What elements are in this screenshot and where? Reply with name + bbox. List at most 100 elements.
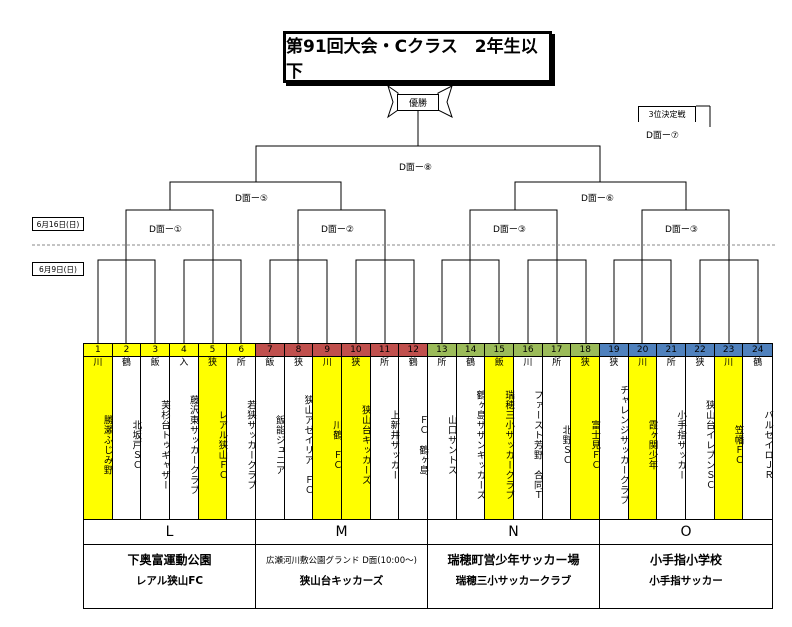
team-name: 小手指サッカー <box>675 410 687 480</box>
team-number: 9 <box>313 344 342 357</box>
team-number: 15 <box>485 344 514 357</box>
group-letter: M <box>256 520 427 545</box>
team-name: 瑞穂三小サッカークラブ <box>485 369 514 519</box>
team-city: 飯 <box>150 358 160 368</box>
team-city: 飯 <box>265 358 275 368</box>
team-city: 鶴 <box>122 358 132 368</box>
team-number: 11 <box>370 344 399 357</box>
team-name: 笠幡ＦＣ <box>714 369 743 519</box>
group-venue: 小手指小学校 <box>649 553 722 567</box>
group-venue: 下奥富運動公園 <box>127 553 212 567</box>
group-o: O 小手指小学校 小手指サッカー <box>600 520 772 608</box>
ribbon-right <box>437 85 453 118</box>
team-city: 川 <box>714 357 743 369</box>
team-name: 飯能ジュニア <box>273 415 285 475</box>
team-number: 21 <box>657 344 686 357</box>
team-number: 7 <box>256 344 284 357</box>
team-name: 狭山アゼイリア ＦＣ <box>302 395 314 495</box>
team-number: 5 <box>198 344 227 357</box>
group-host: レアル狭山FC <box>135 575 204 587</box>
team-name: チャレンジサッカークラブ <box>617 385 629 505</box>
group-letter: L <box>84 520 255 545</box>
group-host: 狭山台キッカーズ <box>299 575 384 587</box>
team-name: 上新井サッカー <box>388 410 400 480</box>
team-name: 勝瀬ふじみ野 <box>84 369 113 519</box>
team-city: 川 <box>523 358 533 368</box>
team-number: 13 <box>428 344 456 357</box>
team-number: 16 <box>514 344 542 357</box>
team-name: 鶴ヶ島サザンキッカーズ <box>474 390 486 500</box>
team-name: 山口サントス <box>445 415 457 475</box>
team-city: 入 <box>179 358 189 368</box>
group-m: M 広瀬河川敷公園グランド D面(10:00～) 狭山台キッカーズ <box>256 520 428 608</box>
team-number: 3 <box>141 344 170 357</box>
team-name: ＦＣ 鶴ヶ島 <box>417 415 429 475</box>
final-match-label: D面ー⑧ <box>398 160 433 173</box>
team-number: 23 <box>714 344 743 357</box>
team-number: 17 <box>542 344 571 357</box>
team-number: 8 <box>284 344 313 357</box>
date-round2: 6月16日(日) <box>32 217 84 231</box>
team-city: 鶴 <box>466 358 476 368</box>
team-city: 所 <box>437 358 447 368</box>
page-title: 第91回大会・Cクラス 2年生以下 <box>283 31 552 83</box>
team-city: 川 <box>313 357 342 369</box>
team-name: レアル狭山ＦＣ <box>198 369 227 519</box>
third-place-label: 3位決定戦 <box>638 106 696 122</box>
quarter-4-match-label: D面ー③ <box>664 222 699 235</box>
third-place-match: D面ー⑦ <box>645 128 680 141</box>
team-city: 狭 <box>571 357 600 369</box>
quarter-3-match-label: D面ー③ <box>492 222 527 235</box>
group-list: L 下奥富運動公園 レアル狭山FC M 広瀬河川敷公園グランド D面(10:00… <box>83 520 773 609</box>
team-number: 12 <box>399 344 428 357</box>
team-number: 2 <box>112 344 141 357</box>
team-name: 川鶴 ＦＣ <box>313 369 342 519</box>
team-number: 22 <box>686 344 714 357</box>
team-number: 1 <box>84 344 112 357</box>
team-name: 藤沢東サッカークラブ <box>187 395 199 495</box>
date-round1: 6月9日(日) <box>32 262 84 276</box>
group-host: 小手指サッカー <box>649 575 723 587</box>
team-number: 24 <box>743 344 773 357</box>
group-n: N 瑞穂町営少年サッカー場 瑞穂三小サッカークラブ <box>428 520 600 608</box>
team-name: 若狭サッカークラブ <box>245 400 257 490</box>
quarter-1-match-label: D面ー① <box>148 222 183 235</box>
semi-left-match-label: D面ー⑤ <box>234 191 269 204</box>
team-number: 6 <box>227 344 256 357</box>
team-city: 所 <box>552 358 562 368</box>
team-number: 19 <box>600 344 628 357</box>
team-number: 18 <box>571 344 600 357</box>
group-l: L 下奥富運動公園 レアル狭山FC <box>84 520 256 608</box>
group-letter: O <box>600 520 772 545</box>
team-name: 霞ヶ関少年 <box>628 369 657 519</box>
team-number: 4 <box>170 344 198 357</box>
team-name: 芙杉台トゥギャザー <box>159 400 171 490</box>
team-city: 所 <box>380 358 390 368</box>
team-name: ファースト芳野 合同Ｔ <box>531 390 543 500</box>
team-name: 狭山台イレブンＳＣ <box>703 400 715 490</box>
champion-box: 優勝 <box>397 94 439 111</box>
team-city: 川 <box>628 357 657 369</box>
group-letter: N <box>428 520 599 545</box>
quarter-2-match-label: D面ー② <box>320 222 355 235</box>
